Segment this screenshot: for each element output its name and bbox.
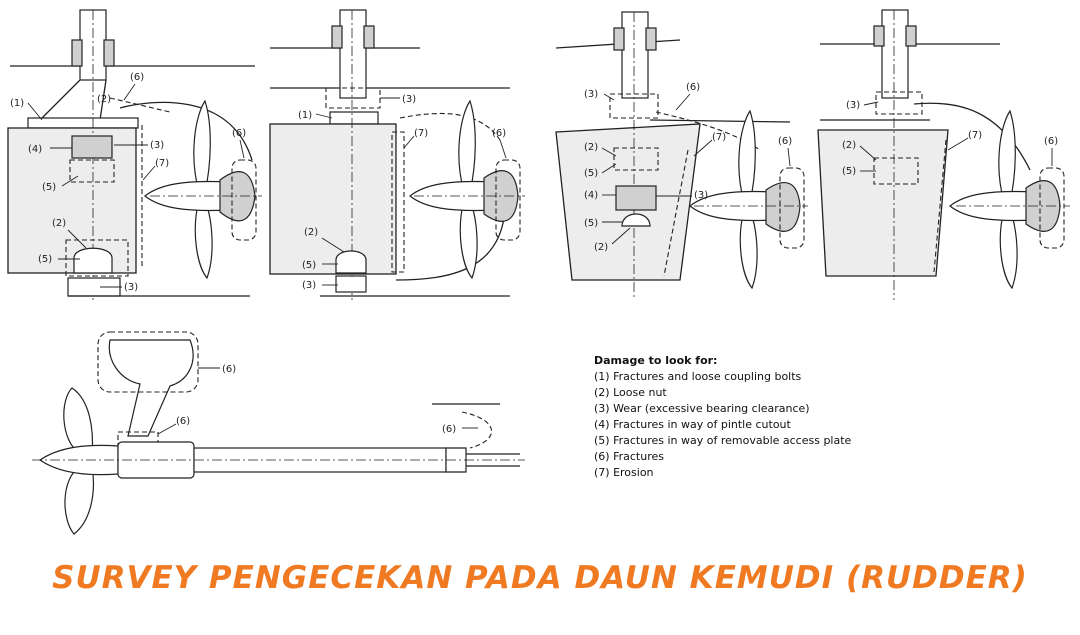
callout-label: (5) [584,218,598,229]
callout-label: (1) [298,110,312,121]
figure-b: (1) (3) (7) (6) (2) (5) (3) [269,9,525,300]
callout-label: (1) [10,98,24,109]
figure-d: (3) (7) (6) (2) (5) [817,9,1070,300]
callout-label: (4) [28,144,42,155]
callout-label: (6) [492,128,506,139]
callout-label: (6) [222,364,236,375]
legend-item: (6) Fractures [594,450,664,463]
callout-label: (6) [130,72,144,83]
callout-label: (6) [176,416,190,427]
banner-title: SURVEY PENGECEKAN PADA DAUN KEMUDI (RUDD… [52,560,1028,596]
callout-label: (3) [302,280,316,291]
callout-label: (6) [778,136,792,147]
legend-title: Damage to look for: [594,354,718,367]
callout-label: (3) [584,89,598,100]
legend-item: (7) Erosion [594,466,654,479]
callout-label: (2) [97,94,111,105]
callout-label: (7) [414,128,428,139]
figure-e: (6) (6) (6) [32,331,525,535]
legend-item: (5) Fractures in way of removable access… [594,434,852,447]
callout-label: (2) [304,227,318,238]
callout-label: (7) [712,132,726,143]
callout-label: (7) [155,158,169,169]
callout-label: (3) [402,94,416,105]
legend-item: (2) Loose nut [594,386,667,399]
callout-label: (7) [968,130,982,141]
callout-label: (6) [442,424,456,435]
callout-label: (2) [52,218,66,229]
callout-label: (2) [584,142,598,153]
figure-c: (3) (6) (7) (6) (2) (5) (4) (3) (5) (2) [555,11,808,300]
callout-label: (5) [842,166,856,177]
callout-label: (4) [584,190,598,201]
callout-label: (6) [1044,136,1058,147]
callout-label: (3) [846,100,860,111]
legend-item: (1) Fractures and loose coupling bolts [594,370,802,383]
callout-label: (5) [42,182,56,193]
callout-label: (5) [38,254,52,265]
callout-label: (3) [150,140,164,151]
callout-label: (5) [584,168,598,179]
legend-item: (3) Wear (excessive bearing clearance) [594,402,810,415]
callout-label: (6) [686,82,700,93]
callout-label: (3) [694,190,708,201]
figure-a: (1) (6) (2) (3) (4) (7) (5) (2) (5) (3) … [7,9,262,300]
callout-label: (3) [124,282,138,293]
callout-label: (6) [232,128,246,139]
callout-label: (5) [302,260,316,271]
callout-label: (2) [594,242,608,253]
legend-item: (4) Fractures in way of pintle cutout [594,418,791,431]
callout-label: (2) [842,140,856,151]
damage-legend: Damage to look for: (1) Fractures and lo… [594,353,851,481]
